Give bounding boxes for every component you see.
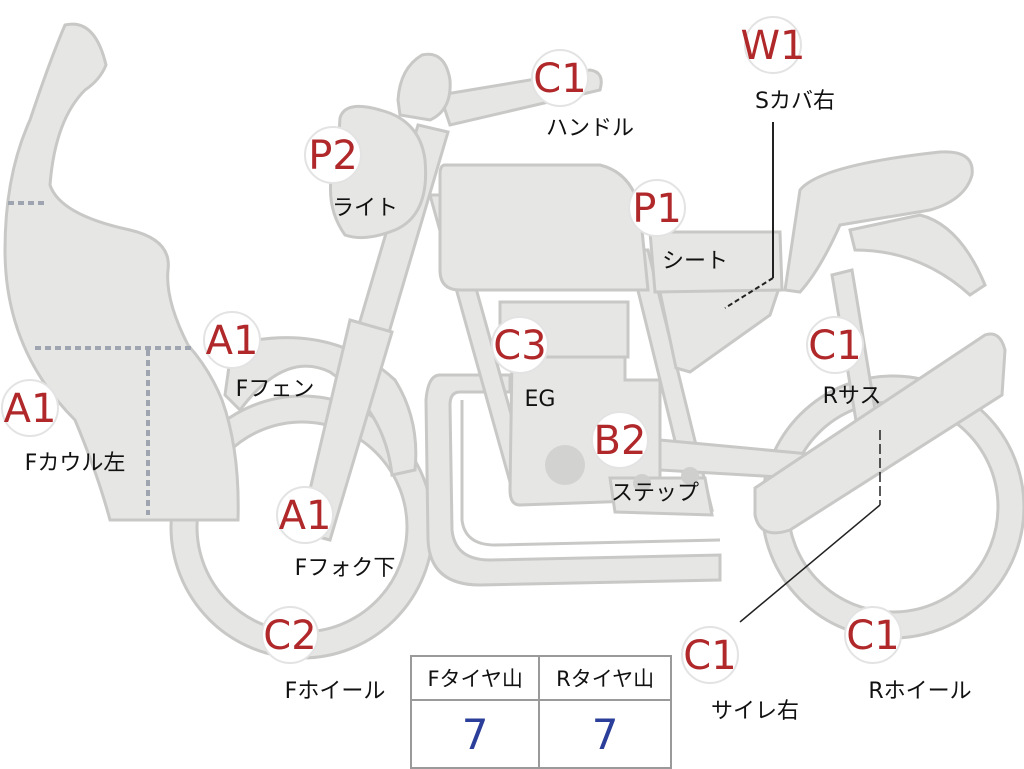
badge-circle-p2-light bbox=[304, 126, 362, 184]
damage-badges: A1Fカウル左A1FフェンA1Fフォク下P2ライトC1ハンドルW1Sカバ右P1シ… bbox=[1, 16, 972, 724]
grade-code-c1-silencer: C1 bbox=[683, 633, 736, 679]
tail-fin bbox=[848, 213, 987, 297]
badge-circle-w1-scover bbox=[744, 16, 802, 74]
part-label-c1-rwheel: Rホイール bbox=[868, 679, 971, 704]
grade-code-c1-rwheel: C1 bbox=[846, 613, 899, 659]
badge-circle-a1-fcowl bbox=[1, 379, 59, 437]
tire-tread-table: Fタイヤ山 Rタイヤ山 7 7 bbox=[409, 655, 672, 769]
step-peg-right bbox=[681, 467, 699, 485]
grade-code-c3-engine: C3 bbox=[493, 323, 546, 369]
part-label-b2-step: ステップ bbox=[611, 481, 699, 506]
silencer-leader-diag bbox=[739, 504, 881, 623]
grade-code-a1-fcowl: A1 bbox=[4, 386, 57, 432]
step-peg-left bbox=[633, 474, 651, 492]
side-cover bbox=[658, 283, 783, 374]
part-label-c1-rsus: Rサス bbox=[823, 384, 882, 409]
badge-circle-c3-engine bbox=[491, 316, 549, 374]
grade-code-p1-seat: P1 bbox=[632, 186, 682, 232]
badge-circle-b2-step bbox=[591, 411, 649, 469]
rear-tire-header: Rタイヤ山 bbox=[538, 655, 672, 701]
part-label-c1-handle: ハンドル bbox=[546, 116, 634, 141]
grade-code-p2-light: P2 bbox=[308, 133, 358, 179]
tail-cowl bbox=[783, 150, 974, 294]
badge-circle-c2-fwheel bbox=[261, 606, 319, 664]
badge-circle-a1-ffork bbox=[276, 486, 334, 544]
part-label-p2-light: ライト bbox=[332, 196, 398, 221]
part-label-w1-scover: Sカバ右 bbox=[755, 89, 835, 114]
front-cowl bbox=[3, 22, 240, 522]
fuel-tank bbox=[438, 163, 650, 292]
leader-lines bbox=[724, 122, 881, 623]
grade-code-a1-ffork: A1 bbox=[279, 493, 332, 539]
front-tire-value: 7 bbox=[409, 699, 541, 769]
grade-code-c1-handle: C1 bbox=[533, 56, 586, 102]
part-label-a1-fcowl: Fカウル左 bbox=[25, 451, 126, 476]
exhaust-pipe bbox=[424, 373, 722, 587]
cowl-dotted-lines bbox=[8, 201, 195, 515]
grade-code-b2-step: B2 bbox=[594, 418, 647, 464]
part-label-c3-engine: EG bbox=[525, 387, 556, 412]
badge-circle-p1-seat bbox=[628, 179, 686, 237]
badge-circle-c1-rsus bbox=[806, 316, 864, 374]
grade-code-c1-rsus: C1 bbox=[808, 323, 861, 369]
mirror bbox=[396, 52, 452, 122]
badge-circle-c1-silencer bbox=[681, 626, 739, 684]
part-label-a1-ffork: Fフォク下 bbox=[295, 556, 396, 581]
part-label-p1-seat: シート bbox=[662, 249, 728, 274]
part-label-a1-ffender: Fフェン bbox=[236, 377, 315, 402]
rear-tire-value: 7 bbox=[538, 699, 672, 769]
w1-leader-dashed bbox=[724, 277, 774, 309]
engine-cover bbox=[545, 445, 585, 485]
badge-circle-c1-rwheel bbox=[844, 606, 902, 664]
front-fork-lower bbox=[298, 318, 394, 542]
front-tire-header: Fタイヤ山 bbox=[409, 655, 541, 701]
grade-code-c2-fwheel: C2 bbox=[263, 613, 316, 659]
grade-code-a1-ffender: A1 bbox=[206, 318, 259, 364]
badge-circle-c1-handle bbox=[531, 49, 589, 107]
part-label-c2-fwheel: Fホイール bbox=[285, 679, 386, 704]
badge-circle-a1-ffender bbox=[203, 311, 261, 369]
exhaust-pipe-inner bbox=[460, 400, 721, 547]
part-label-c1-silencer: サイレ右 bbox=[711, 699, 799, 724]
grade-code-w1-scover: W1 bbox=[741, 23, 806, 69]
seat-base bbox=[648, 230, 784, 294]
